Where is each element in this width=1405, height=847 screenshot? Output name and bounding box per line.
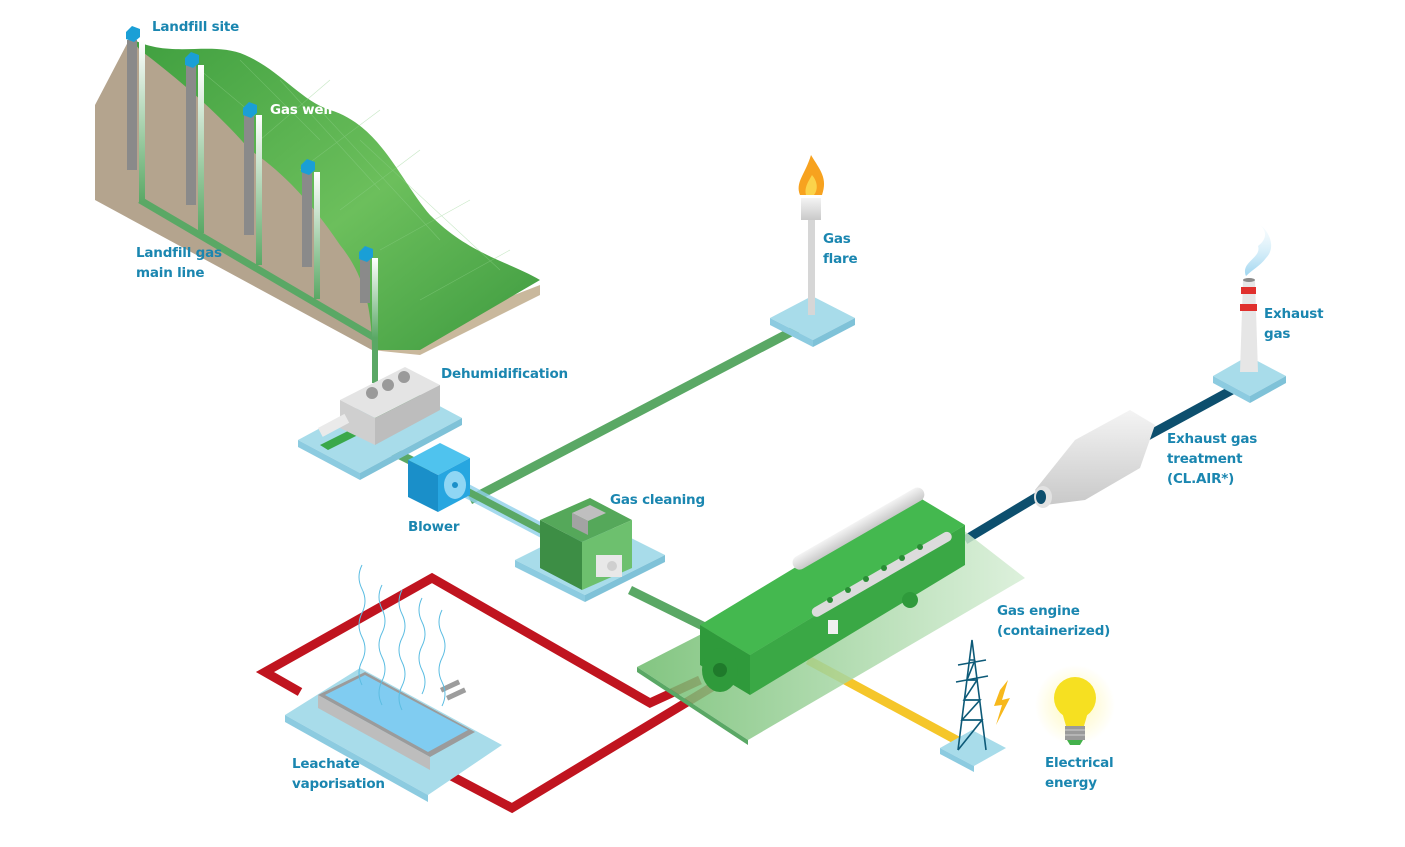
label-line: Electrical [1045,755,1114,771]
gas-engine [637,487,1025,745]
blower-unit [408,443,470,512]
gas-well-3 [243,102,262,265]
gas-cleaning-unit [515,498,665,602]
power-pylon [940,639,1010,772]
label-line: Gas [823,231,851,247]
label-line: gas [1264,326,1291,342]
gas-well-2 [185,52,204,233]
label-line: (containerized) [997,623,1111,639]
leachate-basin [285,564,502,802]
exhaust-stack [1213,225,1286,403]
label-line: (CL.AIR*) [1167,471,1235,487]
label-line: treatment [1167,451,1243,467]
gas-well-5 [359,246,378,338]
label-line: Leachate [292,756,360,772]
exhaust-pipe-engine [962,488,1048,544]
heat-pipe-loop-upper [255,572,702,709]
label-line: main line [136,265,205,281]
gas-flare [770,155,855,347]
label-electrical-energy: Electrical energy [1045,753,1114,793]
label-exhaust-gas: Exhaust gas [1264,304,1324,344]
label-line: energy [1045,775,1097,791]
label-dehumidification: Dehumidification [441,366,568,382]
label-line: Landfill gas [136,245,222,261]
exhaust-pipe-stack [1137,386,1235,444]
label-line: Gas engine [997,603,1080,619]
vapour-lines-icon [358,564,446,711]
dehumidification-unit [298,367,462,480]
label-line: vaporisation [292,776,385,792]
heat-pipe-loop-lower [437,666,743,814]
gas-pipe-to-flare [467,318,813,504]
label-blower: Blower [408,519,460,535]
label-landfill-gas-main-line: Landfill gas main line [136,243,222,283]
landfill-gas-main-line [138,196,377,342]
landfill-site [95,26,540,383]
label-gas-well: Gas well [270,102,333,118]
label-gas-cleaning: Gas cleaning [610,492,705,508]
label-line: Exhaust [1264,306,1324,322]
light-bulb-icon [1035,665,1115,745]
label-gas-flare: Gas flare [823,229,858,269]
label-landfill-site: Landfill site [152,19,240,35]
label-gas-engine: Gas engine (containerized) [997,601,1110,641]
label-leachate-vaporisation: Leachate vaporisation [292,754,385,794]
gas-well-1 [126,26,145,202]
gas-well-4 [301,159,320,299]
label-line: flare [823,251,858,267]
label-exhaust-gas-treatment: Exhaust gas treatment (CL.AIR*) [1167,429,1257,489]
exhaust-gas-treatment [1034,410,1155,508]
label-line: Exhaust gas [1167,431,1258,447]
